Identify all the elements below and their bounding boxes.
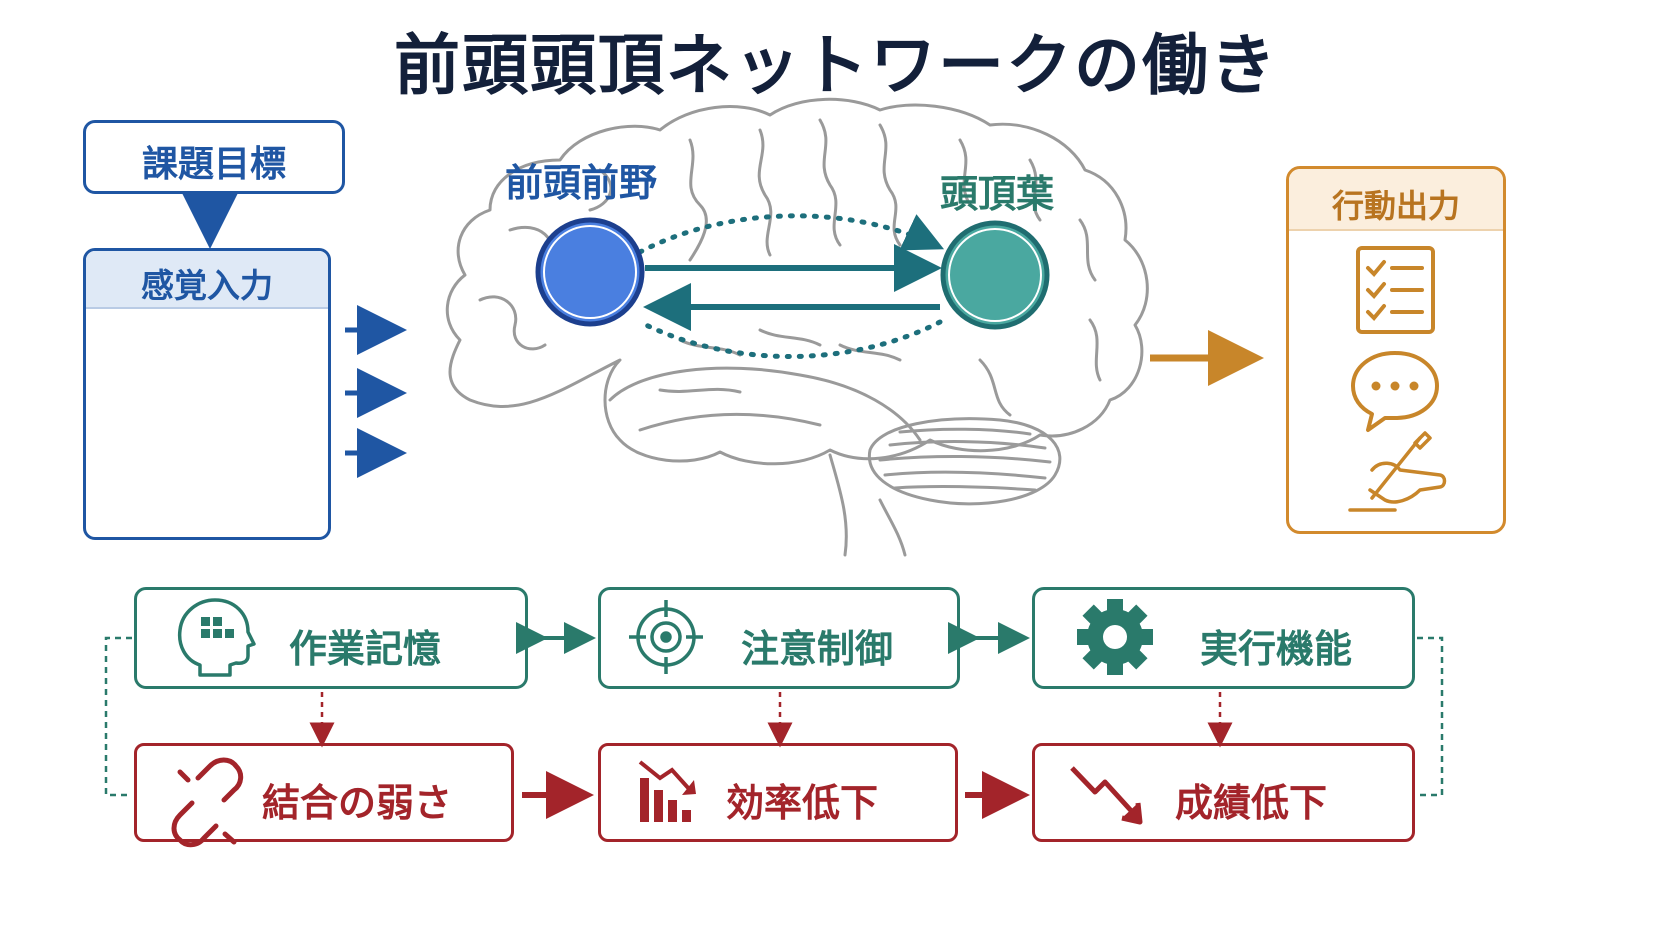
effect-box-performance-decline: 成績低下 — [1032, 743, 1415, 842]
parietal-node — [940, 220, 1050, 330]
writing-hand-icon — [1348, 431, 1447, 512]
parietal-label: 頭頂葉 — [940, 172, 1055, 216]
feedback-loops — [104, 636, 1444, 797]
down-trend-arrow-icon — [1070, 766, 1143, 825]
bottom-dotted-arc — [637, 319, 943, 359]
function-label: 作業記憶 — [289, 627, 442, 671]
effect-label: 結合の弱さ — [262, 781, 453, 825]
function-box-executive-function: 実行機能 — [1032, 587, 1415, 689]
prefrontal-label: 前頭前野 — [505, 161, 658, 205]
brain-connections — [637, 213, 945, 359]
function-label: 注意制御 — [741, 627, 894, 671]
function-box-attention-control: 注意制御 — [598, 587, 960, 689]
sensory-box: 感覚入力 — [83, 248, 331, 540]
effect-box-efficiency-decline: 効率低下 — [598, 743, 958, 842]
output-label: 行動出力 — [1331, 187, 1460, 225]
head-blocks-icon — [177, 598, 256, 677]
checklist-icon — [1356, 246, 1435, 334]
sensory-label: 感覚入力 — [141, 266, 273, 305]
effect-label: 成績低下 — [1175, 781, 1328, 825]
goal-label: 課題目標 — [141, 144, 286, 185]
goal-box: 課題目標 — [83, 120, 345, 194]
output-box: 行動出力 — [1286, 166, 1506, 534]
function-box-working-memory: 作業記憶 — [134, 587, 528, 689]
effect-down-arrows — [309, 692, 1233, 748]
effect-box-weak-connectivity: 結合の弱さ — [134, 743, 514, 842]
speech-bubble-icon — [1351, 351, 1439, 432]
target-icon — [629, 600, 703, 674]
output-header — [1289, 169, 1503, 231]
page-title: 前頭頭頂ネットワークの働き — [394, 27, 1278, 104]
prefrontal-node — [535, 217, 645, 327]
function-label: 実行機能 — [1200, 627, 1353, 671]
declining-bars-icon — [638, 760, 696, 822]
sensory-header — [86, 251, 328, 309]
top-dotted-arrow — [637, 213, 945, 255]
gear-icon — [1077, 599, 1153, 675]
effect-label: 効率低下 — [726, 781, 879, 825]
brain-illustration — [445, 97, 1149, 557]
